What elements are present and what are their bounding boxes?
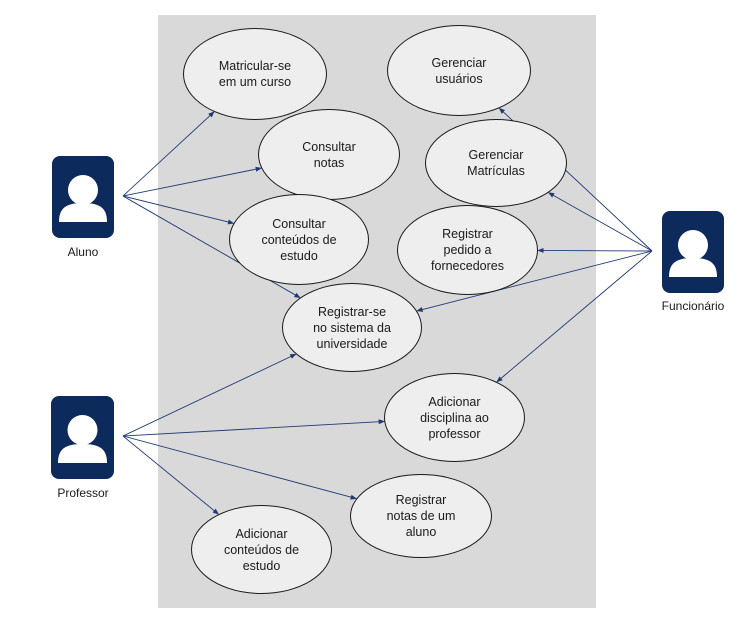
association-arrow-aluno-consultar_conteudos <box>122 195 235 225</box>
actor-label: Aluno <box>67 245 99 259</box>
association-arrow-professor-registrar_notas <box>122 435 357 500</box>
usecase-label: Registrar-se no sistema da universidade <box>313 304 391 351</box>
usecase-registrar-notas[interactable]: Registrar notas de um aluno <box>350 474 492 558</box>
usecase-label: Consultar notas <box>302 139 356 170</box>
usecase-consultar-conteudos[interactable]: Consultar conteúdos de estudo <box>229 194 369 285</box>
association-arrow-funcionario-adicionar_disciplina <box>496 250 653 383</box>
usecase-label: Registrar notas de um aluno <box>386 493 456 539</box>
association-arrow-funcionario-gerenciar_matriculas <box>547 192 653 252</box>
usecase-registrar-pedido[interactable]: Registrar pedido a fornecedores <box>397 205 538 295</box>
association-arrow-professor-registrar_sistema <box>122 353 297 437</box>
usecase-label: Matricular-se em um curso <box>218 59 292 89</box>
actor-card <box>662 211 724 293</box>
user-icon <box>59 175 107 222</box>
usecase-consultar-notas[interactable]: Consultar notas <box>258 109 400 200</box>
association-arrow-aluno-consultar_notas <box>122 166 262 197</box>
usecase-label: Consultar conteúdos de estudo <box>261 216 337 263</box>
association-arrow-aluno-matricular <box>122 111 215 197</box>
usecase-gerenciar-usuarios[interactable]: Gerenciar usuários <box>387 25 531 116</box>
user-icon <box>58 415 107 463</box>
usecase-label: Gerenciar usuários <box>431 55 487 86</box>
user-icon <box>669 230 717 277</box>
actor-label: Funcionário <box>661 299 725 313</box>
actor-card <box>51 396 114 479</box>
usecase-adicionar-disciplina[interactable]: Adicionar disciplina ao professor <box>384 373 525 462</box>
usecase-label: Registrar pedido a fornecedores <box>431 227 504 273</box>
usecase-gerenciar-matriculas[interactable]: Gerenciar Matrículas <box>425 119 567 207</box>
association-arrow-professor-adicionar_conteudos <box>122 435 219 515</box>
usecase-label: Adicionar disciplina ao professor <box>420 394 489 441</box>
association-arrow-professor-adicionar_disciplina <box>122 419 385 437</box>
usecase-label: Gerenciar Matrículas <box>467 148 525 178</box>
usecase-label: Adicionar conteúdos de estudo <box>223 526 300 573</box>
usecase-matricular[interactable]: Matricular-se em um curso <box>183 28 327 120</box>
usecase-adicionar-conteudos[interactable]: Adicionar conteúdos de estudo <box>191 505 332 594</box>
association-arrow-funcionario-registrar_pedido <box>537 247 653 253</box>
association-arrow-funcionario-registrar_sistema <box>416 250 653 312</box>
actor-card <box>52 156 114 238</box>
actor-label: Professor <box>57 486 109 500</box>
usecase-registrar-sistema[interactable]: Registrar-se no sistema da universidade <box>282 283 422 372</box>
